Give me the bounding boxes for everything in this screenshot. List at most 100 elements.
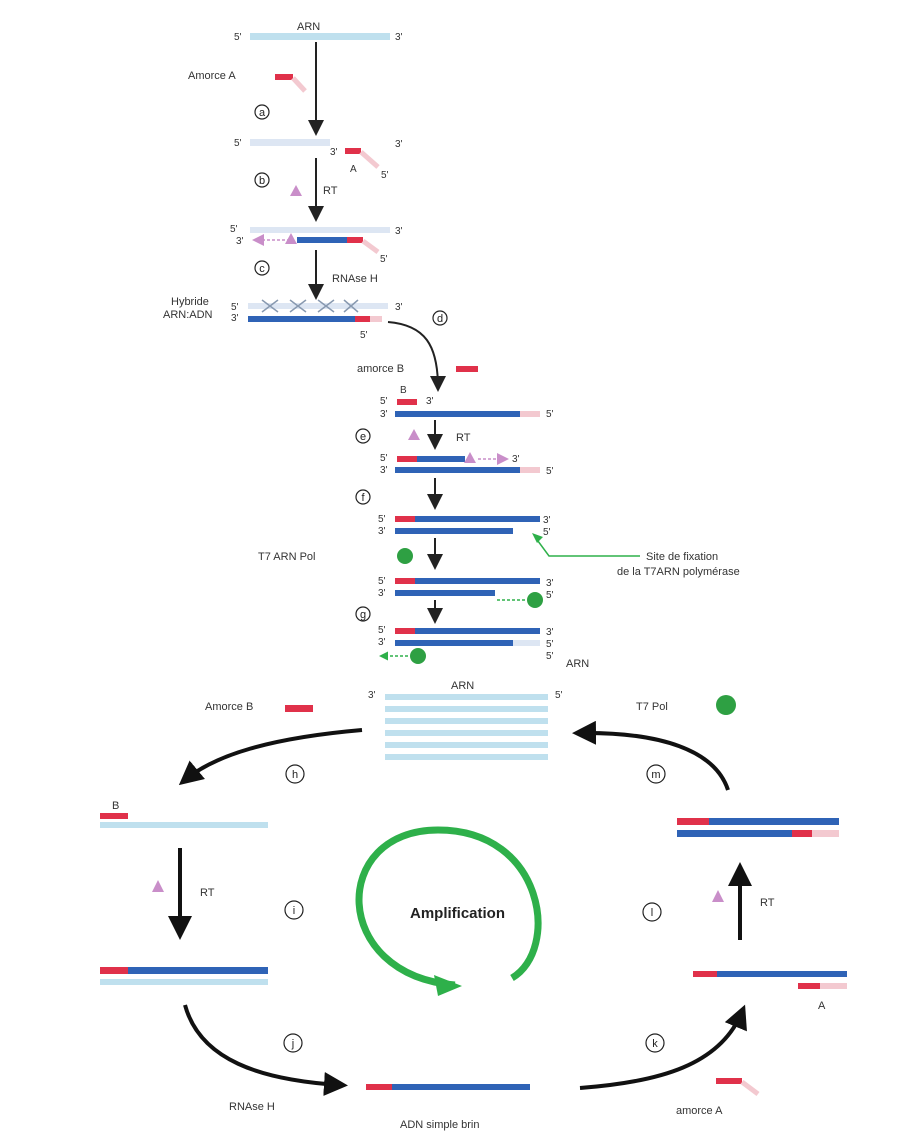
dna-strand bbox=[415, 578, 540, 584]
step-a-label: a bbox=[259, 107, 266, 119]
t7-polymerase-icon bbox=[410, 648, 426, 664]
step-j-marker bbox=[283, 1033, 303, 1053]
primer-a bbox=[275, 74, 293, 80]
arn-g-label: ARN bbox=[566, 658, 589, 670]
dna-strand bbox=[248, 316, 370, 322]
primer-b bbox=[366, 1084, 392, 1090]
three-prime-label: 3' bbox=[395, 302, 403, 313]
step-d-label: d bbox=[437, 313, 443, 325]
three-prime-label: 3' bbox=[378, 588, 386, 599]
flow-arrow bbox=[387, 321, 446, 392]
dna-strand bbox=[415, 628, 540, 634]
primer-b bbox=[395, 628, 415, 634]
three-prime-label: 3' bbox=[236, 236, 244, 247]
rna-strand bbox=[248, 303, 388, 309]
three-prime-label: 3' bbox=[546, 627, 554, 638]
t7-polymerase-icon bbox=[527, 592, 543, 608]
dna-strand bbox=[677, 830, 792, 837]
rna-strand bbox=[250, 227, 390, 233]
dna-strand bbox=[395, 640, 513, 646]
amorce-a-cycle-label: amorce A bbox=[676, 1105, 723, 1117]
five-prime-label: 5' bbox=[380, 453, 388, 464]
primer-b bbox=[693, 971, 717, 977]
rna-pool bbox=[385, 694, 548, 760]
step-b-marker bbox=[254, 172, 270, 188]
five-prime-label: 5' bbox=[546, 466, 554, 477]
t7-polymerase-icon bbox=[716, 695, 736, 715]
three-prime-label: 3' bbox=[378, 637, 386, 648]
rt-enzyme-icon bbox=[290, 185, 302, 196]
step-l-marker bbox=[642, 902, 662, 922]
step-m-label: m bbox=[651, 769, 660, 781]
cycle-arrow-k bbox=[579, 1004, 747, 1090]
hybride-label: Hybride bbox=[171, 296, 209, 308]
site-pointer-head bbox=[532, 533, 543, 543]
hybride-label-2: ARN:ADN bbox=[163, 309, 213, 321]
five-prime-label: 5' bbox=[230, 224, 238, 235]
dna-strand bbox=[395, 528, 513, 534]
step-k-label: k bbox=[652, 1038, 658, 1050]
primer-a bbox=[792, 830, 812, 837]
five-prime-label: 5' bbox=[546, 409, 554, 420]
t7-polymerase-icon bbox=[397, 548, 413, 564]
rt-enzyme-icon bbox=[464, 452, 476, 463]
three-prime-label: 3' bbox=[395, 32, 403, 43]
step-a-marker bbox=[254, 104, 270, 120]
primer-tail bbox=[361, 238, 380, 255]
dna-strand bbox=[709, 818, 839, 825]
step-c-marker bbox=[254, 260, 270, 276]
primer-a-tag: A bbox=[350, 164, 357, 175]
three-prime-label: 3' bbox=[426, 396, 434, 407]
amorce-b-label: amorce B bbox=[357, 363, 404, 375]
site-label: Site de fixation bbox=[646, 551, 718, 563]
five-prime-label: 5' bbox=[546, 651, 554, 662]
five-prime-label: 5' bbox=[360, 330, 368, 341]
dna-strand bbox=[395, 467, 520, 473]
dna-strand bbox=[395, 411, 520, 417]
three-prime-label: 3' bbox=[380, 465, 388, 476]
adn-simple-brin-label: ADN simple brin bbox=[400, 1119, 479, 1131]
three-prime-label: 3' bbox=[546, 578, 554, 589]
cycle-arrow-j bbox=[183, 1004, 348, 1096]
step-h-marker bbox=[285, 764, 305, 784]
rt-enzyme-icon bbox=[408, 429, 420, 440]
t7-arn-pol-label: T7 ARN Pol bbox=[258, 551, 315, 563]
five-prime-label: 5' bbox=[378, 576, 386, 587]
three-prime-label: 3' bbox=[330, 147, 338, 158]
rt-label: RT bbox=[323, 185, 338, 197]
rt-label: RT bbox=[456, 432, 471, 444]
five-prime-label: 5' bbox=[380, 396, 388, 407]
primer-tail bbox=[812, 830, 839, 837]
step-e-label: e bbox=[360, 431, 366, 443]
step-b-label: b bbox=[259, 175, 265, 187]
three-prime-label: 3' bbox=[543, 515, 551, 526]
amplification-arrowhead bbox=[434, 975, 462, 996]
step-g-label: g bbox=[360, 609, 366, 621]
primer-b bbox=[285, 705, 313, 712]
step-f-marker bbox=[355, 489, 371, 505]
primer-a bbox=[798, 983, 820, 989]
five-prime-label: 5' bbox=[378, 514, 386, 525]
step-k-marker bbox=[645, 1033, 665, 1053]
step-c-label: c bbox=[259, 263, 265, 275]
rna-strand bbox=[513, 640, 540, 646]
step-j-label: j bbox=[291, 1038, 294, 1050]
arn-pool-label: ARN bbox=[451, 680, 474, 692]
rt-label: RT bbox=[760, 897, 775, 909]
primer-tail bbox=[370, 316, 382, 322]
dna-strand bbox=[417, 456, 465, 462]
five-prime-label: 5' bbox=[543, 527, 551, 538]
primer-a bbox=[355, 316, 370, 322]
step-m-marker bbox=[646, 764, 666, 784]
five-prime-label: 5' bbox=[546, 639, 554, 650]
three-prime-label: 3' bbox=[512, 454, 520, 465]
rna-strand bbox=[100, 822, 268, 828]
amplification-loop bbox=[355, 826, 542, 989]
primer-tail bbox=[820, 983, 847, 989]
amorce-a-label: Amorce A bbox=[188, 70, 236, 82]
rt-enzyme-icon bbox=[285, 233, 297, 244]
primer-a bbox=[345, 148, 361, 154]
primer-b bbox=[397, 399, 417, 405]
dna-strand bbox=[717, 971, 847, 977]
